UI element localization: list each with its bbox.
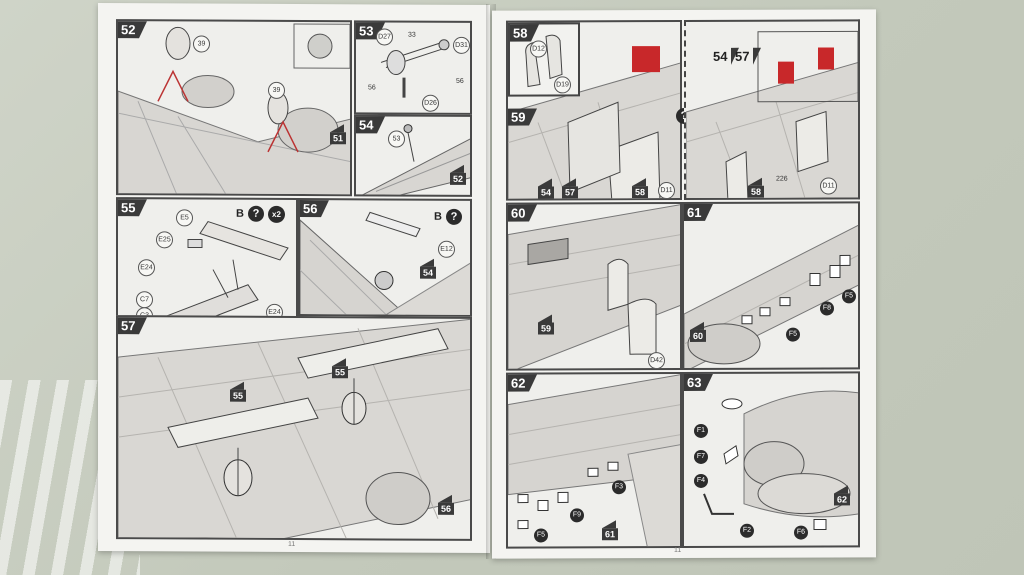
step-number: 61 (684, 203, 706, 221)
part-label: F6 (794, 525, 808, 540)
step-number: 57 (118, 317, 140, 335)
step-number: 62 (508, 374, 530, 392)
part-label: D12 (530, 40, 547, 58)
part-label: F5 (786, 327, 800, 342)
part-number: 226 (776, 175, 788, 183)
part-label: D31 (453, 36, 470, 54)
part-label: E12 (438, 240, 455, 258)
part-label: D11 (658, 182, 675, 200)
step-number: 53 (356, 22, 378, 40)
step-62-panel: 62 F3 F9 F5 61 (506, 372, 682, 549)
step-number: 54 (710, 48, 731, 65)
page-number: 11 (288, 540, 296, 549)
step-54-57-drawing (686, 30, 860, 201)
step-number: 58 (510, 24, 532, 42)
step-52-drawing (118, 23, 352, 197)
part-label: F4 (694, 473, 708, 488)
part-label: D42 (648, 352, 665, 370)
optional-marker: B (236, 207, 244, 220)
step-58-inset: 58 D12 D19 (508, 22, 580, 97)
book-gutter (486, 4, 496, 559)
part-label: D26 (422, 94, 439, 112)
part-label: F3 (612, 480, 626, 495)
part-label: 53 (388, 130, 405, 148)
part-label: F2 (740, 523, 754, 538)
optional-marker: B (434, 210, 442, 223)
step-59-drawing (508, 46, 682, 201)
part-label: F9 (570, 508, 584, 523)
step-53-drawing (380, 39, 450, 98)
left-page: 52 39 39 51 53 D27 33 D31 56 56 D26 54 5… (98, 2, 490, 554)
part-label: F1 (694, 423, 708, 438)
part-label: E25 (156, 231, 173, 249)
step-61-panel: 61 F8 F5 F5 60 (682, 201, 860, 371)
part-label: F8 (820, 301, 834, 316)
part-label: E5 (176, 209, 193, 227)
part-label: 39 (193, 35, 210, 53)
step-61-drawing (684, 222, 860, 371)
part-label: F5 (534, 528, 548, 543)
right-page: 58 D12 D19 59 D11 54 57 58 ? 54 57 226 D… (492, 9, 876, 559)
part-label: 39 (268, 81, 285, 99)
step-63-panel: 63 F1 F7 F4 F2 F6 62 (682, 371, 860, 549)
step-52-panel: 52 39 39 51 (116, 19, 352, 197)
step-56-drawing (300, 211, 472, 317)
part-label: F7 (694, 449, 708, 464)
question-icon: ? (446, 208, 462, 225)
part-label: F5 (842, 289, 856, 304)
step-number: 54 (356, 116, 378, 134)
part-label: D19 (554, 76, 571, 94)
step-63-drawing (703, 390, 860, 531)
part-label: D27 (376, 28, 393, 46)
part-number: 56 (368, 84, 376, 92)
step-number: 63 (684, 373, 706, 391)
step-number: 60 (508, 204, 530, 222)
step-57-panel: 57 55 55 56 (116, 315, 472, 541)
times-two-badge: x2 (268, 205, 285, 223)
step-number: 56 (300, 200, 322, 218)
part-number: 33 (408, 31, 416, 39)
step-58-59-panel: 58 D12 D19 59 D11 54 57 58 (506, 20, 682, 201)
step-53-panel: 53 D27 33 D31 56 56 D26 (354, 20, 472, 115)
step-56-panel: 56 B ? E12 54 (298, 198, 472, 317)
step-60-panel: 60 D42 59 (506, 202, 682, 371)
step-54-drawing (356, 124, 472, 197)
step-60-drawing (508, 204, 682, 371)
step-number: 52 (118, 21, 140, 39)
step-62-drawing (508, 374, 682, 549)
step-57-drawing (118, 318, 472, 541)
part-label: C7 (136, 291, 153, 309)
question-icon: ? (248, 205, 264, 222)
step-number: 59 (508, 108, 530, 126)
step-54-panel: 54 53 52 (354, 114, 472, 197)
part-label: E24 (138, 259, 155, 277)
step-number: 55 (118, 199, 140, 217)
part-number: 56 (456, 77, 464, 85)
part-label: D11 (820, 177, 837, 195)
step-58-drawing (525, 34, 563, 88)
step-54-57-panel: 54 57 226 D11 58 (684, 19, 860, 201)
step-number: 57 (732, 48, 753, 65)
page-number: 11 (674, 547, 682, 555)
